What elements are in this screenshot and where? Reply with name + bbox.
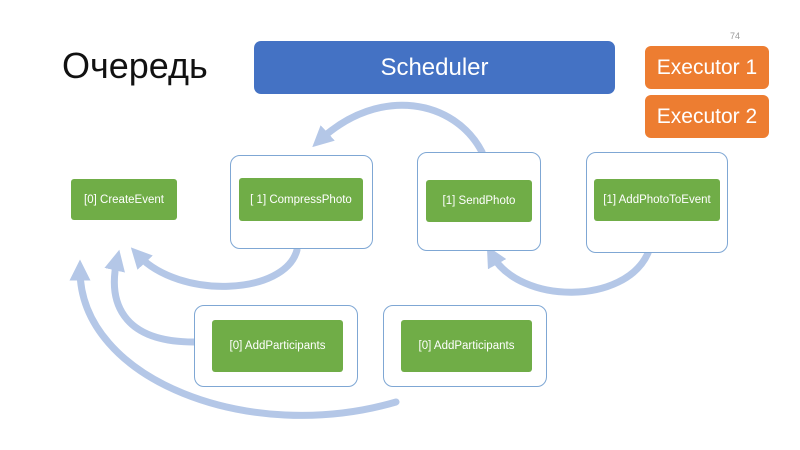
task-add-participants-1: [0] AddParticipants [212,320,343,372]
arrow-send-to-compress [312,101,486,156]
arrow-participants1-to-create [104,249,198,346]
page-number: 74 [730,31,741,41]
task-compress-photo: [ 1] CompressPhoto [239,178,363,221]
task-add-photo-to-event: [1] AddPhotoToEvent [594,179,720,221]
task-add-participants-2: [0] AddParticipants [401,320,532,372]
scheduler-box: Scheduler [254,41,615,94]
arrow-addphoto-to-send [486,245,652,296]
executor-1-box: Executor 1 [645,46,769,89]
arrow-compress-to-create [130,246,301,290]
executor-2-box: Executor 2 [645,95,769,138]
arrow-participants2-to-create [69,259,400,419]
task-create-event: [0] CreateEvent [71,179,177,220]
task-send-photo: [1] SendPhoto [426,180,532,222]
slide-title: Очередь [62,45,208,86]
